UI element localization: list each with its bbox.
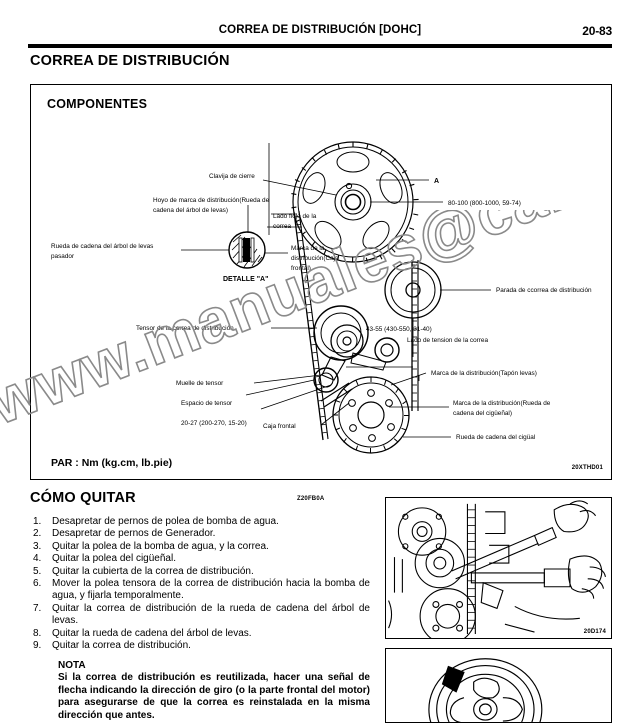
label-lado-flojo-line2: correa [273, 223, 292, 230]
label-parada-correa: Parada de ccorrea de distribución [496, 287, 592, 294]
label-torque-idler: 43-55 (430-550, 31-40) [366, 326, 432, 333]
note-block: NOTA Si la correa de distribución es reu… [58, 660, 370, 722]
step-number: 9. [33, 640, 42, 652]
figure-1-illustration [388, 500, 607, 638]
label-detalle-a: DETALLE "A" [223, 276, 268, 283]
list-item: 5. Quitar la cubierta de la correa de di… [30, 566, 370, 578]
howto-remove-title: CÓMO QUITAR [30, 490, 136, 506]
page-number: 20-83 [582, 24, 612, 38]
step-number: 2. [33, 528, 42, 540]
label-torque-camshaft: 80-100 (800-1000, 59-74) [448, 200, 521, 207]
step-text: Quitar la rueda de cadena del árbol de l… [52, 627, 252, 639]
crankshaft-sprocket-graphic [332, 376, 410, 454]
step-text: Quitar la correa de distribución. [52, 640, 191, 652]
timing-belt-diagram: Clavija de cierre A 80-100 (800-1000, 59… [51, 141, 592, 454]
detail-a-graphic [228, 231, 266, 269]
header-title: CORREA DE DISTRIBUCIÓN [DOHC] [218, 24, 422, 36]
tensioner-assembly-graphic [313, 305, 400, 408]
label-marca-rueda-line1: Marca de la distribución(Rueda de [453, 400, 551, 407]
label-marca-caja-line3: frontal) [291, 265, 311, 272]
section-title: CORREA DE DISTRIBUCIÓN [30, 53, 230, 69]
label-lado-flojo-line1: Lado flojo de la [273, 213, 317, 220]
howto-section-code: Z20FB0A [297, 496, 325, 502]
diagram-labels: Clavija de cierre A 80-100 (800-1000, 59… [51, 173, 592, 441]
step-number: 7. [33, 602, 42, 614]
list-item: 4. Quitar la polea del cigüeñal. [30, 553, 370, 565]
step-text: Desapretar de pernos de Generador. [52, 528, 216, 540]
step-number: 4. [33, 553, 42, 565]
label-hoyo-marca-line1: Hoyo de marca de distribución(Rueda de [153, 197, 270, 204]
step-text: Quitar la polea de la bomba de agua, y l… [52, 540, 269, 552]
label-marker-a: A [434, 178, 439, 185]
label-espacio-tensor: Espacio de tensor [181, 400, 233, 407]
figure-1-code: 20D174 [583, 629, 606, 635]
label-caja-frontal: Caja frontal [263, 423, 296, 430]
label-torque-tensioner: 20-27 (200-270, 15-20) [181, 420, 247, 427]
torque-unit-label: PAR : Nm (kg.cm, lb.pie) [51, 457, 173, 469]
components-heading: COMPONENTES [47, 97, 148, 111]
label-marca-caja-line1: Marca de la [291, 245, 325, 252]
label-hoyo-marca-line2: cadena del árbol de levas) [153, 207, 228, 214]
figure-belt-removal: 20D174 [385, 497, 612, 639]
figure-2-illustration [428, 658, 543, 722]
label-rueda-cadena-arbol-line2: pasador [51, 253, 75, 260]
step-text: Quitar la correa de distribución de la r… [52, 602, 370, 627]
list-item: 3. Quitar la polea de la bomba de agua, … [30, 541, 370, 553]
list-item: 2. Desapretar de pernos de Generador. [30, 528, 370, 540]
label-tensor-correa: Tensor de la correa de distribución [136, 325, 234, 332]
step-number: 1. [33, 516, 42, 527]
idler-pulley-graphic [384, 261, 442, 319]
header-divider [28, 44, 612, 48]
label-rueda-cadena-ciguenal: Rueda de cadena del cigüal [456, 434, 535, 441]
label-marca-tapon-levas: Marca de la distribución(Tapón levas) [431, 370, 537, 377]
note-title: NOTA [58, 660, 86, 671]
list-item: 6. Mover la polea tensora de la correa d… [30, 578, 370, 603]
step-number: 5. [33, 565, 42, 577]
label-marca-rueda-line2: cadena del cigüeñal) [453, 410, 512, 417]
note-text: Si la correa de distribución es reutiliz… [58, 672, 370, 721]
timing-belt-graphic [293, 210, 419, 441]
list-item: 8. Quitar la rueda de cadena del árbol d… [30, 628, 370, 640]
components-panel: COMPONENTES [30, 84, 612, 480]
step-text: Quitar la cubierta de la correa de distr… [52, 565, 254, 577]
label-clavija-cierre: Clavija de cierre [209, 173, 255, 180]
step-text: Quitar la polea del cigüeñal. [52, 553, 176, 565]
step-number: 3. [33, 540, 42, 552]
label-marca-caja-line2: distribución(Caja [291, 255, 339, 262]
step-number: 6. [33, 578, 42, 590]
step-number: 8. [33, 627, 42, 639]
list-item: 1. Desapretar de pernos de polea de bomb… [30, 516, 370, 528]
leader-lines [181, 143, 491, 438]
removal-steps-list: 1. Desapretar de pernos de polea de bomb… [30, 516, 370, 652]
list-item: 9. Quitar la correa de distribución. [30, 640, 370, 652]
step-text: Mover la polea tensora de la correa de d… [52, 578, 370, 602]
label-lado-tension: Lado de tension de la correa [407, 337, 488, 344]
label-rueda-cadena-arbol-line1: Rueda de cadena del árbol de levas [51, 243, 153, 250]
list-item: 7. Quitar la correa de distribución de l… [30, 603, 370, 628]
step-text: Desapretar de pernos de polea de bomba d… [52, 516, 279, 527]
diagram-figure-code: 20XTHD01 [571, 465, 603, 471]
page-header: CORREA DE DISTRIBUCIÓN [DOHC] 20-83 [28, 24, 612, 46]
label-muelle-tensor: Muelle de tensor [176, 380, 224, 387]
figure-belt-direction-mark [385, 648, 612, 723]
